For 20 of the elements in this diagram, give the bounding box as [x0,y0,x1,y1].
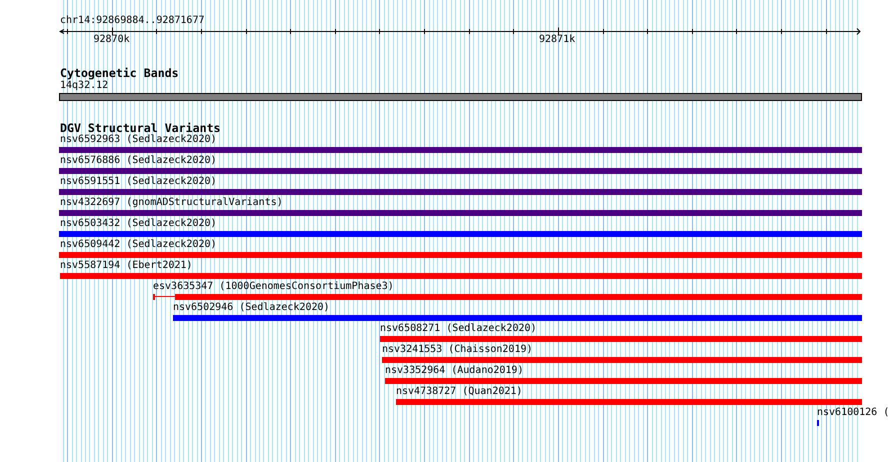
variant-label: nsv6502946 (Sedlazeck2020) [173,302,330,314]
variant-label: nsv6503432 (Sedlazeck2020) [60,218,217,230]
variant-label: nsv4322697 (gnomADStructuralVariants) [60,197,283,209]
variant-label: nsv3352964 (Audano2019) [385,365,524,377]
axis-tick-label: 92870k [94,34,130,46]
axis-tick-label: 92871k [539,34,576,46]
track-title: Cytogenetic Bands [60,66,179,80]
variant-label: nsv6576886 (Sedlazeck2020) [60,155,217,167]
variant-label: nsv6100126 ( [817,407,890,419]
region-label: chr14:92869884..92871677 [60,15,204,27]
variant-label: nsv6592963 (Sedlazeck2020) [60,134,217,146]
variant-label: nsv3241553 (Chaisson2019) [382,344,533,356]
variant-label: nsv6508271 (Sedlazeck2020) [380,323,537,335]
variant-label: nsv5587194 (Ebert2021) [60,260,192,272]
variant-label: nsv4738727 (Quan2021) [396,386,522,398]
variant-label: nsv6509442 (Sedlazeck2020) [60,239,217,251]
variant-label: esv3635347 (1000GenomesConsortiumPhase3) [153,281,394,293]
band-label: 14q32.12 [60,80,108,92]
track-title: DGV Structural Variants [60,121,221,135]
variant-label: nsv6591551 (Sedlazeck2020) [60,176,217,188]
